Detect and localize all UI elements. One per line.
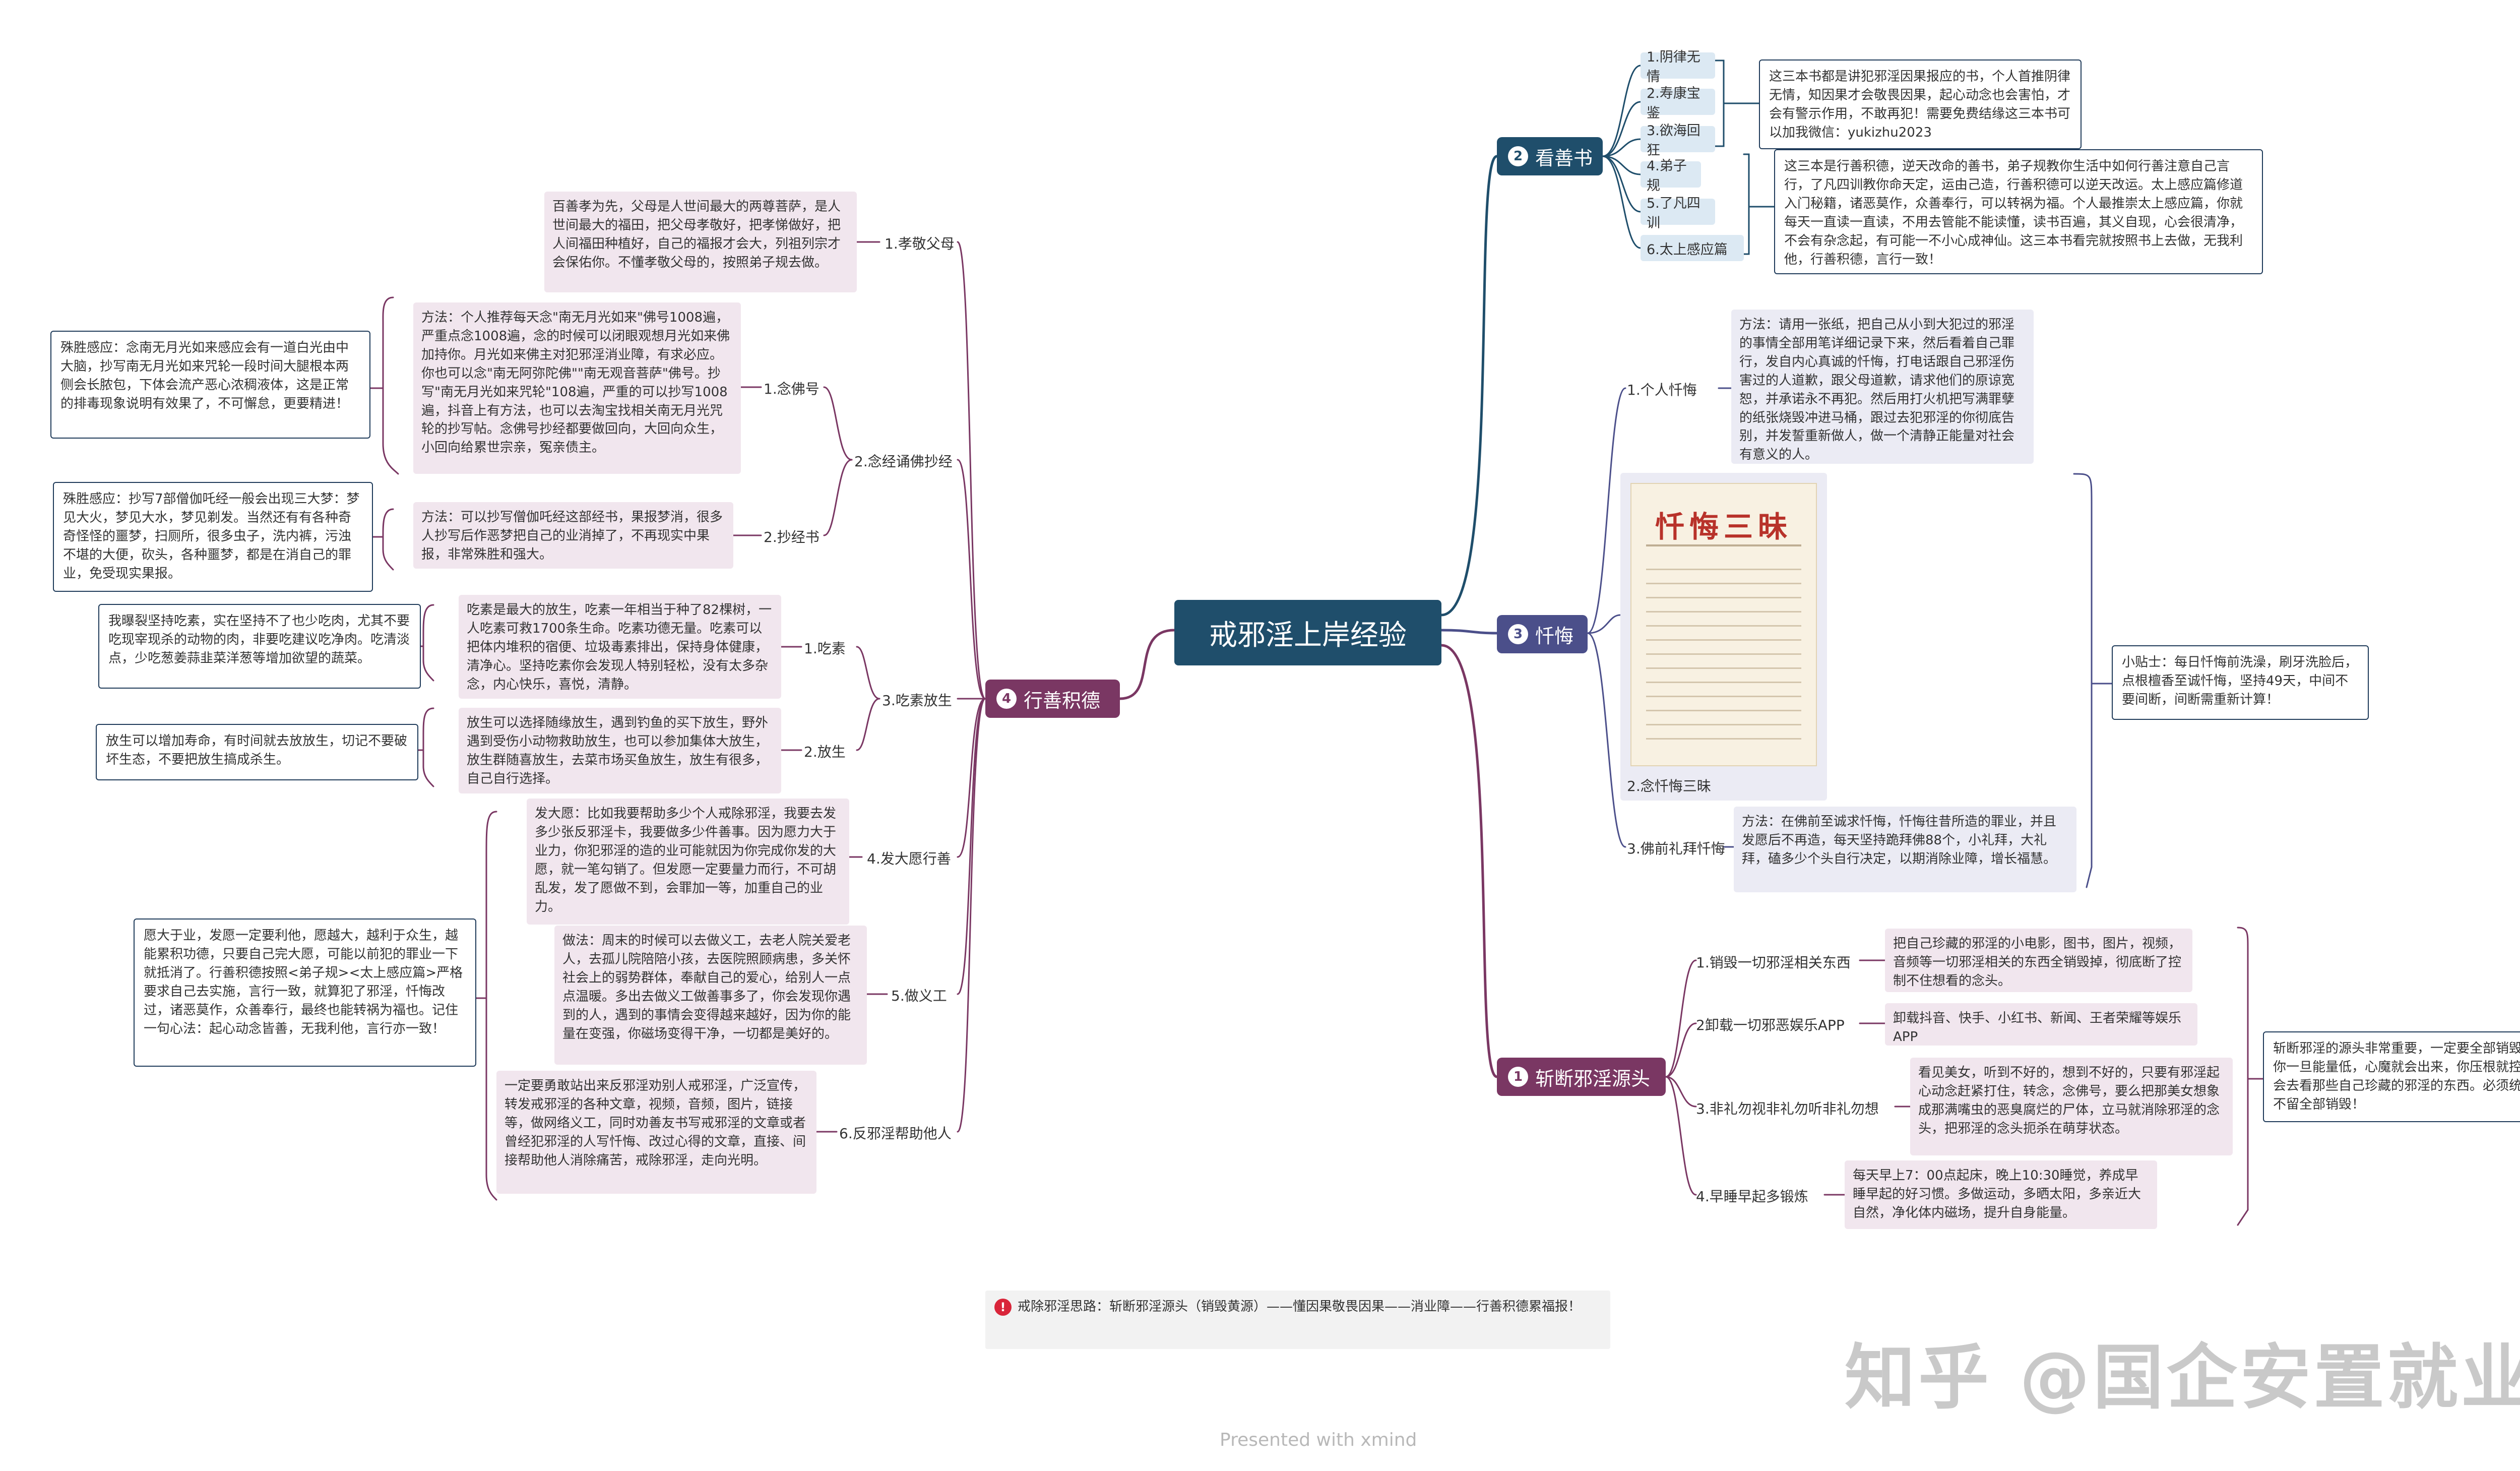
book-yuhai[interactable]: 3.欲海回狂	[1641, 123, 1715, 158]
book-dizigui[interactable]: 4.弟子规	[1641, 158, 1701, 194]
chisu-sub-2[interactable]: 2.放生	[804, 744, 846, 760]
nianjing-sub-2-note[interactable]: 方法：可以抄写僧伽吒经这部经书，果报梦消，很多人抄写后作恶梦把自己的业消掉了，不…	[413, 502, 733, 569]
chanhui-tip-box[interactable]: 小贴士：每日忏悔前洗澡，刷牙洗脸后，点根檀香至诚忏悔，坚持49天，中间不要间断，…	[2112, 645, 2369, 720]
book-taishang[interactable]: 6.太上感应篇	[1641, 235, 1744, 261]
chanhui-item-1[interactable]: 1.个人忏悔	[1627, 382, 1697, 398]
xingshan-xiaojing-note[interactable]: 百善孝为先，父母是人世间最大的两尊菩萨，是人世间最大的福田，把父母孝敬好，把孝悌…	[544, 192, 857, 292]
central-topic[interactable]: 戒邪淫上岸经验	[1174, 600, 1441, 665]
xingshan-zuoyigong-note[interactable]: 做法：周末的时候可以去做义工，去老人院关爱老人，去孤儿院陪陪小孩，去医院照顾病患…	[554, 926, 867, 1065]
branch-zhanduan-label: 斩断邪淫源头	[1535, 1067, 1651, 1090]
chanhui-item-3[interactable]: 3.佛前礼拜忏悔	[1627, 840, 1725, 857]
book-shoukang[interactable]: 2.寿康宝鉴	[1641, 86, 1715, 121]
xingshan-bangzhu[interactable]: 6.反邪淫帮助他人	[839, 1125, 952, 1142]
chanhui-item-2: 2.念忏悔三昧	[1627, 778, 1711, 794]
zhanduan-item-4[interactable]: 4.早睡早起多锻炼	[1696, 1188, 1808, 1205]
warning-icon: !	[994, 1299, 1012, 1316]
zhanduan-item-1-note[interactable]: 把自己珍藏的邪淫的小电影，图书，图片，视频，音频等一切邪淫相关的东西全销毁掉，彻…	[1885, 929, 2192, 992]
branch-zhanduan[interactable]: 1 斩断邪淫源头	[1497, 1058, 1666, 1096]
nianjing-sub-1-box[interactable]: 殊胜感应：念南无月光如来感应会有一道白光由中大脑，抄写南无月光如来咒轮一段时间大…	[50, 331, 370, 439]
nianjing-sub-2[interactable]: 2.抄经书	[764, 529, 820, 545]
chisu-sub-2-note[interactable]: 放生可以选择随缘放生，遇到钓鱼的买下放生，野外遇到受伤小动物救助放生，也可以参加…	[459, 708, 781, 793]
zhanduan-item-3-note[interactable]: 看见美女，听到不好的，想到不好的，只要有邪淫起心动念赶紧打住，转念，念佛号，要么…	[1910, 1058, 2233, 1155]
chanhui-item-1-note[interactable]: 方法：请用一张纸，把自己从小到大犯过的邪淫的事情全部用笔详细记录下来，然后看着自…	[1731, 310, 2034, 464]
nianjing-sub-2-box[interactable]: 殊胜感应：抄写7部僧伽吒经一般会出现三大梦：梦见大火，梦见大水，梦见剃发。当然还…	[53, 482, 373, 592]
zhihu-watermark: 知乎 @国企安置就业	[1845, 1337, 2520, 1419]
book-yinlv[interactable]: 1.阴律无情	[1641, 49, 1715, 85]
zhanduan-box[interactable]: 斩断邪淫的源头非常重要，一定要全部销毁，因为你一旦能量低，心魔就会出来，你压根就…	[2263, 1031, 2520, 1122]
xingshan-fayuan-note[interactable]: 发大愿：比如我要帮助多少个人戒除邪淫，我要去发多少张反邪淫卡，我要做多少件善事。…	[527, 799, 849, 925]
branch-xingshan[interactable]: 4 行善积德	[985, 680, 1120, 718]
branch-xingshan-label: 行善积德	[1024, 689, 1101, 712]
chisu-sub-1-box[interactable]: 我曝裂坚持吃素，实在坚持不了也少吃肉，尤其不要吃现宰现杀的动物的肉，非要吃建议吃…	[98, 604, 421, 689]
nianjing-sub-1-note[interactable]: 方法：个人推荐每天念"南无月光如来"佛号1008遍，严重点念1008遍，念的时候…	[413, 302, 741, 474]
chisu-sub-1[interactable]: 1.吃素	[804, 640, 846, 657]
zhanduan-item-3[interactable]: 3.非礼勿视非礼勿听非礼勿想	[1696, 1100, 1879, 1117]
chisu-sub-2-box[interactable]: 放生可以增加寿命，有时间就去放放生，切记不要破坏生态，不要把放生搞成杀生。	[96, 724, 418, 780]
kanshu-note-box-1[interactable]: 这三本书都是讲犯邪淫因果报应的书，个人首推阴律无情，知因果才会敬畏因果，起心动念…	[1759, 59, 2082, 149]
zhanduan-item-1[interactable]: 1.销毁一切邪淫相关东西	[1696, 954, 1851, 971]
scroll-title: 忏悔三昧	[1655, 510, 1792, 544]
priority-3-icon: 3	[1508, 624, 1528, 644]
xingshan-xiaojing[interactable]: 1.孝敬父母	[885, 235, 955, 252]
book-liaofan[interactable]: 5.了凡四训	[1641, 196, 1715, 231]
chanhui-scroll-image: 忏悔三昧	[1630, 483, 1817, 766]
xingshan-chisu[interactable]: 3.吃素放生	[882, 692, 952, 709]
nianjing-sub-1[interactable]: 1.念佛号	[764, 381, 820, 397]
xingshan-box[interactable]: 愿大于业，发愿一定要利他，愿越大，越利于众生，越能累积功德，只要自己完大愿，可能…	[134, 918, 476, 1067]
branch-chanhui[interactable]: 3 忏悔	[1497, 615, 1588, 653]
xingshan-nianjing[interactable]: 2.念经诵佛抄经	[854, 453, 953, 470]
branch-chanhui-label: 忏悔	[1535, 625, 1574, 647]
xingshan-fayuan[interactable]: 4.发大愿行善	[867, 850, 951, 867]
summary-text: 戒除邪淫思路：斩断邪淫源头（销毁黄源）——懂因果敬畏因果——消业障——行善积德累…	[1018, 1299, 1582, 1314]
chanhui-item-3-note[interactable]: 方法：在佛前至诚求忏悔，忏悔往昔所造的罪业，并且发愿后不再造，每天坚持跪拜佛88…	[1734, 807, 2076, 892]
xingshan-bangzhu-note[interactable]: 一定要勇敢站出来反邪淫劝别人戒邪淫，广泛宣传，转发戒邪淫的各种文章，视频，音频，…	[496, 1071, 816, 1194]
presented-with-xmind: Presented with xmind	[1220, 1430, 1417, 1450]
zhanduan-item-2[interactable]: 2卸载一切邪恶娱乐APP	[1696, 1017, 1845, 1033]
zhanduan-item-2-note[interactable]: 卸载抖音、快手、小红书、新闻、王者荣耀等娱乐APP	[1885, 1003, 2197, 1046]
kanshu-note-box-2[interactable]: 这三本是行善积德，逆天改命的善书，弟子规教你生活中如何行善注意自己言行，了凡四训…	[1774, 149, 2263, 274]
xingshan-zuoyigong[interactable]: 5.做义工	[891, 988, 947, 1004]
zhanduan-item-4-note[interactable]: 每天早上7：00点起床，晚上10:30睡觉，养成早睡早起的好习惯。多做运动，多晒…	[1845, 1160, 2157, 1229]
branch-kanshu[interactable]: 2 看善书	[1497, 137, 1603, 175]
priority-1-icon: 1	[1508, 1067, 1528, 1087]
priority-2-icon: 2	[1508, 146, 1528, 166]
summary-note[interactable]: ! 戒除邪淫思路：斩断邪淫源头（销毁黄源）——懂因果敬畏因果——消业障——行善积…	[985, 1291, 1610, 1349]
priority-4-icon: 4	[996, 689, 1017, 709]
chisu-sub-1-note[interactable]: 吃素是最大的放生，吃素一年相当于种了82棵树，一人吃素可救1700条生命。吃素功…	[459, 595, 781, 699]
branch-kanshu-label: 看善书	[1535, 147, 1593, 169]
